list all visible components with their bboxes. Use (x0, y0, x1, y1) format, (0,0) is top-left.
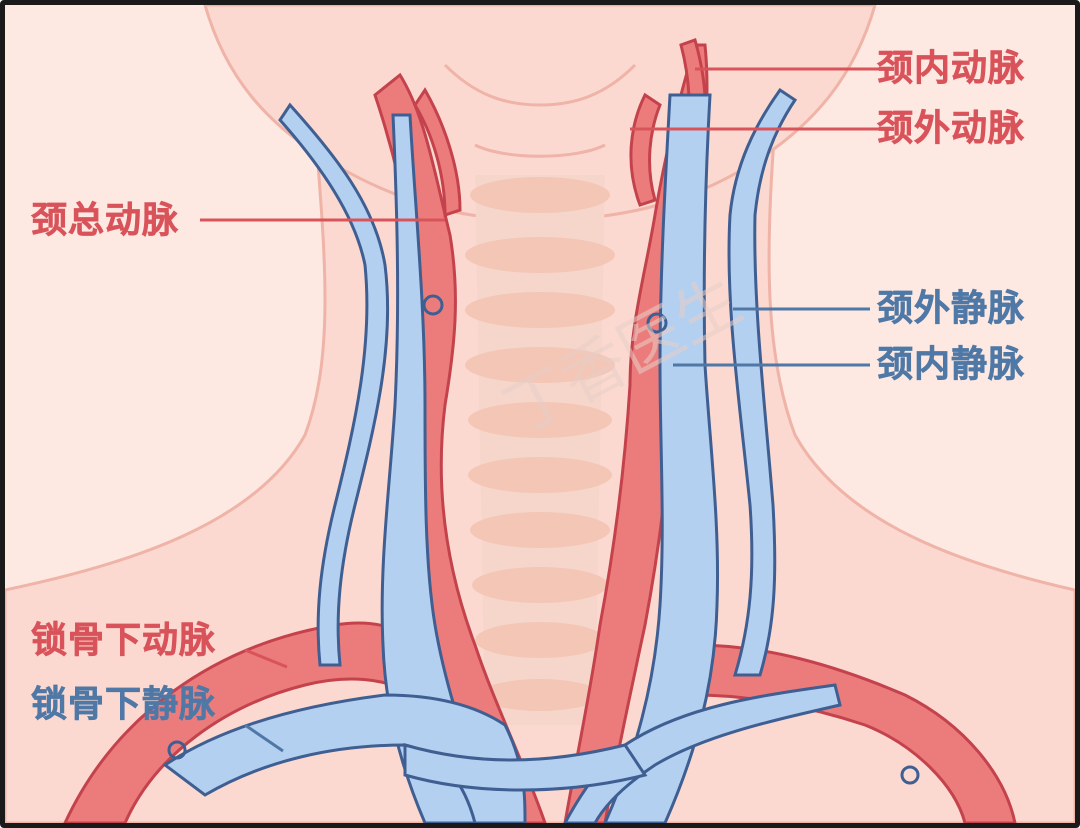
external-carotid-branch-left (413, 87, 462, 218)
label-internal-carotid-artery: 颈内动脉 (877, 48, 1026, 89)
external-carotid-branch-right (629, 92, 662, 207)
vein-loop-right (646, 312, 668, 334)
internal-jugular-vein-right (603, 93, 720, 823)
mouth-hint (443, 63, 637, 107)
lip-hint (474, 143, 606, 158)
label-subclavian-artery: 锁骨下动脉 (31, 620, 217, 661)
internal-jugular-vein-left (380, 113, 497, 823)
vein-loop-left (422, 294, 444, 316)
subclavian-vein-right (563, 683, 842, 823)
leader-subclavian-artery (244, 648, 288, 669)
external-jugular-vein-left (278, 102, 390, 667)
brachiocephalic-vein-bottom (403, 743, 648, 792)
neck-illustration: 丁香医生 (5, 5, 1075, 823)
external-jugular-vein-right (727, 87, 798, 677)
label-external-carotid-artery: 颈外动脉 (877, 108, 1026, 149)
trachea (465, 175, 615, 725)
leader-subclavian-vein (244, 723, 284, 753)
label-external-jugular-vein: 颈外静脉 (877, 288, 1026, 329)
label-internal-jugular-vein: 颈内静脉 (877, 344, 1026, 385)
vein-loop-shoulder-left (167, 740, 187, 760)
label-common-carotid-artery: 颈总动脉 (31, 200, 180, 241)
vein-loop-shoulder-right (900, 765, 920, 785)
label-subclavian-vein: 锁骨下静脉 (31, 684, 217, 725)
